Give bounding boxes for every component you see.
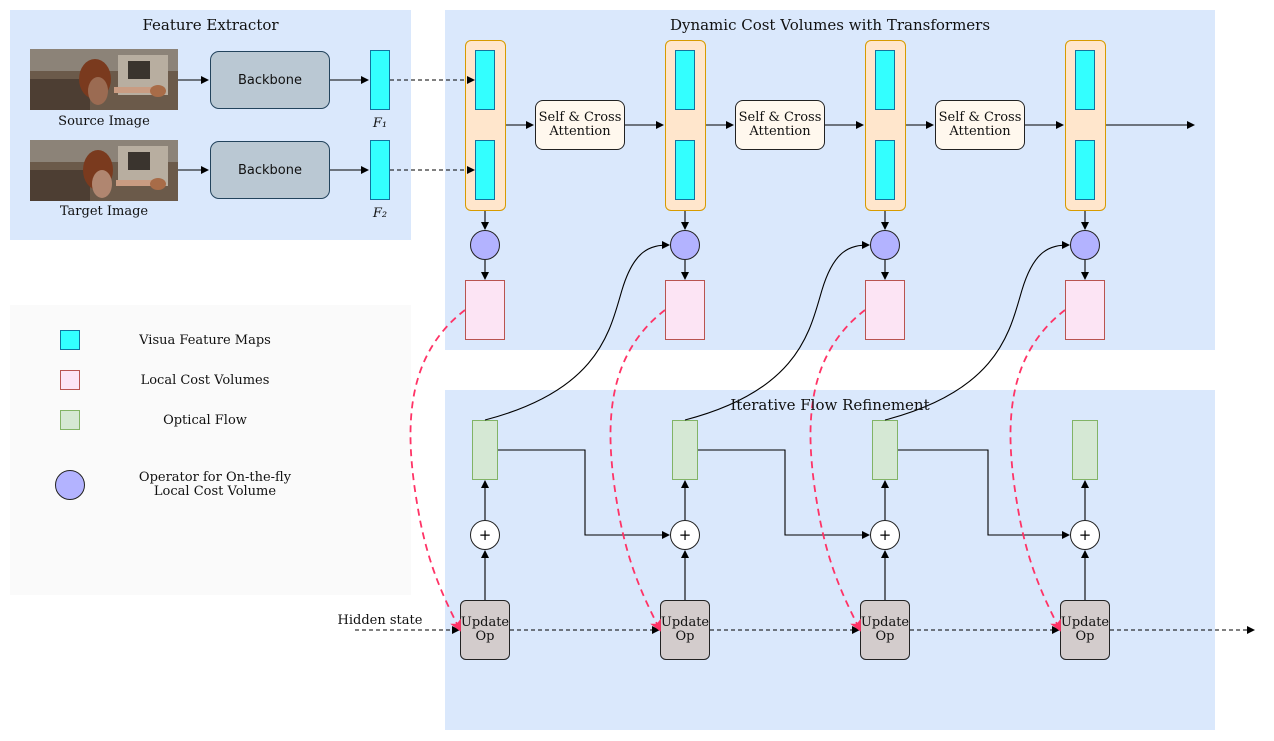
update-line1: Update bbox=[660, 615, 710, 630]
feature-map-stage1-top bbox=[475, 50, 495, 110]
optical-flow-4 bbox=[1072, 420, 1098, 480]
attention-line2: Attention bbox=[549, 124, 611, 139]
iterative-refinement-panel bbox=[445, 390, 1215, 730]
backbone-target: Backbone bbox=[210, 141, 330, 199]
update-line1: Update bbox=[860, 615, 910, 630]
cost-volume-2 bbox=[665, 280, 705, 340]
add-node-3: + bbox=[870, 520, 900, 550]
cost-operator-3 bbox=[870, 230, 900, 260]
cost-volume-3 bbox=[865, 280, 905, 340]
update-line1: Update bbox=[460, 615, 510, 630]
hidden-state-label: Hidden state bbox=[337, 613, 423, 628]
plus-symbol: + bbox=[678, 526, 692, 544]
add-node-2: + bbox=[670, 520, 700, 550]
update-line2: Op bbox=[675, 629, 695, 644]
backbone-target-label: Backbone bbox=[237, 162, 302, 178]
feature-map-stage1-bottom bbox=[475, 140, 495, 200]
source-image-label: Source Image bbox=[58, 114, 150, 129]
legend-cost-label: Local Cost Volumes bbox=[140, 373, 270, 388]
cost-volume-1 bbox=[465, 280, 505, 340]
feature-map-stage2-bottom bbox=[675, 140, 695, 200]
f1-label: F₁ bbox=[372, 116, 388, 131]
optical-flow-3 bbox=[872, 420, 898, 480]
plus-symbol: + bbox=[878, 526, 892, 544]
feature-map-stage3-bottom bbox=[875, 140, 895, 200]
add-node-4: + bbox=[1070, 520, 1100, 550]
feature-extractor-panel bbox=[10, 10, 411, 240]
cost-volume-4 bbox=[1065, 280, 1105, 340]
cost-operator-4 bbox=[1070, 230, 1100, 260]
legend-operator-line1: Operator for On-the-fly bbox=[138, 470, 292, 485]
f2-label: F₂ bbox=[372, 206, 388, 221]
iterative-refinement-title: Iterative Flow Refinement bbox=[730, 396, 930, 414]
legend-flow-label: Optical Flow bbox=[163, 413, 247, 428]
legend-swatch-feature bbox=[60, 330, 80, 350]
feature-map-stage3-top bbox=[875, 50, 895, 110]
backbone-source: Backbone bbox=[210, 51, 330, 109]
optical-flow-1 bbox=[472, 420, 498, 480]
optical-flow-2 bbox=[672, 420, 698, 480]
attention-line1: Self & Cross bbox=[738, 110, 822, 125]
update-line2: Op bbox=[875, 629, 895, 644]
legend-swatch-operator bbox=[55, 470, 85, 500]
plus-symbol: + bbox=[1078, 526, 1092, 544]
legend-panel bbox=[10, 305, 411, 595]
target-image bbox=[30, 140, 178, 201]
update-line2: Op bbox=[1075, 629, 1095, 644]
legend-swatch-cost bbox=[60, 370, 80, 390]
plus-symbol: + bbox=[478, 526, 492, 544]
feature-extractor-title: Feature Extractor bbox=[142, 16, 279, 34]
legend-operator-line2: Local Cost Volume bbox=[153, 484, 277, 499]
legend-operator-label: Operator for On-the-fly Local Cost Volum… bbox=[110, 471, 320, 499]
feature-map-f2 bbox=[370, 140, 390, 200]
backbone-source-label: Backbone bbox=[237, 72, 302, 88]
update-line1: Update bbox=[1060, 615, 1110, 630]
attention-line2: Attention bbox=[949, 124, 1011, 139]
attention-line1: Self & Cross bbox=[938, 110, 1022, 125]
source-image bbox=[30, 49, 178, 110]
add-node-1: + bbox=[470, 520, 500, 550]
feature-map-stage4-bottom bbox=[1075, 140, 1095, 200]
update-line2: Op bbox=[475, 629, 495, 644]
target-image-label: Target Image bbox=[59, 204, 149, 219]
feature-map-stage2-top bbox=[675, 50, 695, 110]
feature-map-stage4-top bbox=[1075, 50, 1095, 110]
cost-operator-2 bbox=[670, 230, 700, 260]
feature-map-f1 bbox=[370, 50, 390, 110]
attention-line2: Attention bbox=[749, 124, 811, 139]
attention-line1: Self & Cross bbox=[538, 110, 622, 125]
legend-swatch-flow bbox=[60, 410, 80, 430]
legend-feature-label: Visua Feature Maps bbox=[139, 333, 271, 348]
dynamic-cost-title: Dynamic Cost Volumes with Transformers bbox=[669, 16, 991, 34]
cost-operator-1 bbox=[470, 230, 500, 260]
